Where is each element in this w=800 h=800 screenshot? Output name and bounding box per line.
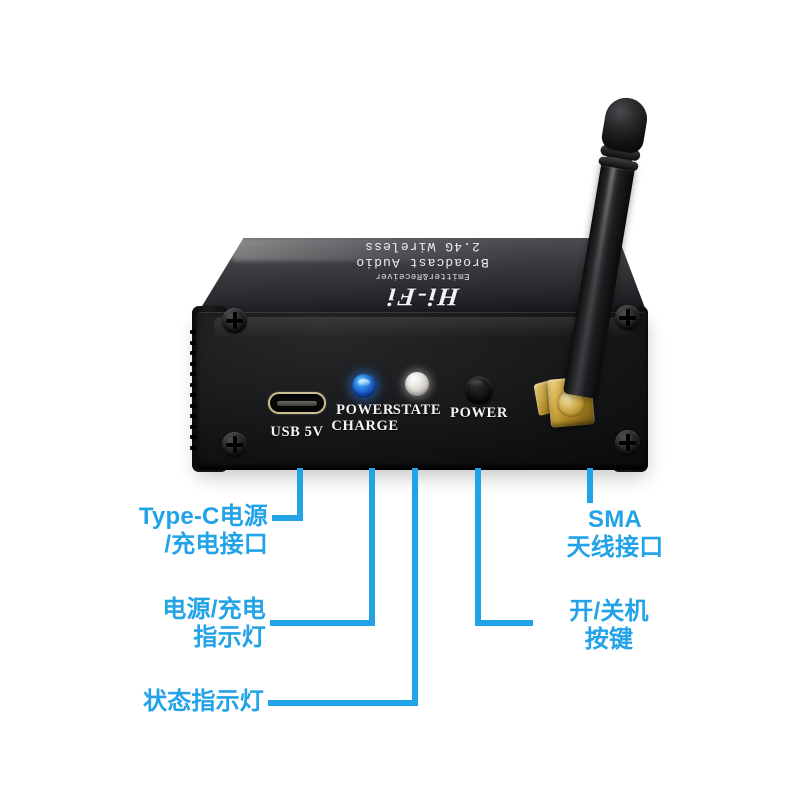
callout-type-c-port: Type-C电源 /充电接口 xyxy=(138,503,268,558)
leader-line-state xyxy=(268,468,418,706)
leader-line-type-c xyxy=(272,468,303,521)
callout-power-charge-indicator: 电源/充电 指示灯 xyxy=(162,596,266,651)
leader-line-power-key xyxy=(475,468,533,626)
callout-power-key: 开/关机 按键 xyxy=(569,598,649,653)
callout-sma-antenna-connector: SMA 天线接口 xyxy=(566,506,664,561)
leader-line-power-charge xyxy=(270,468,375,626)
callout-state-indicator: 状态指示灯 xyxy=(143,688,264,715)
